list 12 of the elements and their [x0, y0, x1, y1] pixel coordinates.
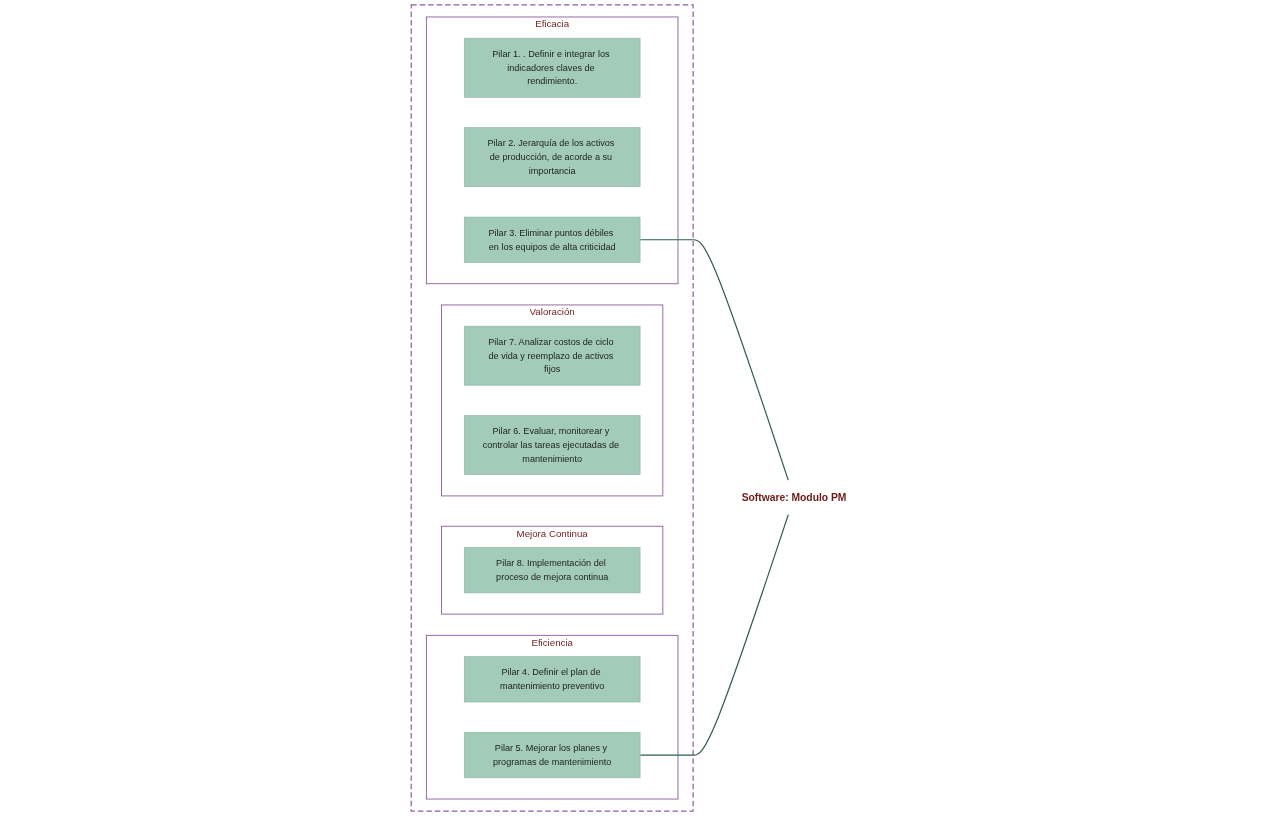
node-box: Pilar 7. Analizar costos de ciclo de vida y reemplazo de activos fijos: [464, 325, 641, 386]
connector: [639, 239, 790, 482]
connector: [639, 513, 790, 756]
node-text: Software: Modulo PM: [741, 491, 847, 504]
node-box: Pilar 1. . Definir e integrar los indicadores claves de rendimiento.: [464, 37, 641, 98]
node-box: Pilar 5. Mejorar los planes y programas de mantenimiento: [464, 732, 641, 779]
node-box: Pilar 6. Evaluar, monitorear y controlar las tareas ejecutadas de mantenimiento: [464, 415, 641, 475]
cluster: [410, 4, 694, 812]
node-box: Pilar 3. Eliminar puntos débiles en los equipos de alta criticidad: [464, 216, 641, 263]
node-box: Pilar 2. Jerarquía de los activos de producción, de acorde a su importancia: [464, 127, 641, 188]
node-box: Pilar 4. Definir el plan de mantenimiento preventivo: [464, 656, 641, 703]
node-box: Pilar 8. Implementación del proceso de mejora continua: [464, 547, 641, 594]
